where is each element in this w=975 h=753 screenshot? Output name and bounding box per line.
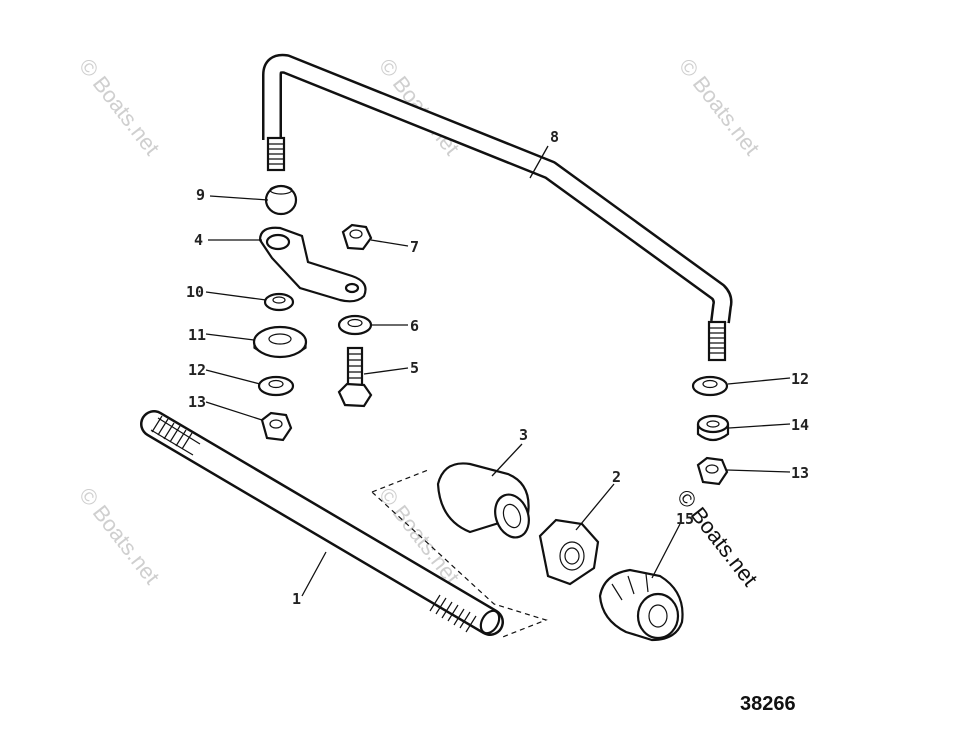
- callout-7: 7: [410, 238, 419, 256]
- callout-10: 10: [186, 283, 204, 301]
- part-13-nut-left: [260, 411, 293, 442]
- part-1-rod: [140, 410, 504, 636]
- callout-12-right: 12: [791, 370, 809, 388]
- callouts: 1 2 3 4 5 6 7 8 9 10 11 12 12 13 13 14 1…: [186, 128, 809, 608]
- callout-8: 8: [550, 128, 559, 146]
- callout-12-left: 12: [188, 361, 206, 379]
- part-12-washer-left: [257, 375, 295, 397]
- callout-9: 9: [196, 186, 205, 204]
- group-dashed-outline: [371, 469, 548, 639]
- leader-lines: [205, 145, 791, 597]
- callout-6: 6: [410, 317, 419, 335]
- part-15-cap: [598, 568, 684, 642]
- watermark: © Boats.net: [74, 483, 165, 589]
- part-6-washer: [337, 314, 373, 336]
- part-5-bolt: [337, 346, 373, 408]
- watermark: © Boats.net: [672, 485, 763, 591]
- callout-13-left: 13: [188, 393, 206, 411]
- watermark: © Boats.net: [674, 54, 765, 160]
- part-4-bracket: [258, 226, 367, 303]
- part-7-nut: [341, 223, 373, 251]
- part-3-sleeve: [436, 462, 530, 539]
- watermarks: © Boats.net © Boats.net © Boats.net © Bo…: [74, 54, 765, 591]
- figure-number: 38266: [740, 693, 796, 715]
- part-12-washer-right: [691, 375, 729, 397]
- part-10-washer: [263, 292, 295, 312]
- callout-13-right: 13: [791, 464, 809, 482]
- callout-1: 1: [292, 590, 301, 608]
- callout-3: 3: [519, 426, 528, 444]
- callout-14: 14: [791, 416, 809, 434]
- callout-11: 11: [188, 326, 206, 344]
- part-11-washer: [252, 325, 308, 359]
- part-2-nut: [538, 518, 600, 586]
- part-13-nut-right: [696, 456, 729, 486]
- callout-5: 5: [410, 359, 419, 377]
- callout-2: 2: [612, 468, 621, 486]
- part-9-bushing: [264, 184, 298, 216]
- part-14-spacer: [696, 414, 730, 442]
- part-8-tie-bar: [262, 53, 733, 362]
- callout-4: 4: [194, 231, 203, 249]
- watermark: © Boats.net: [74, 54, 165, 160]
- callout-15: 15: [676, 510, 694, 528]
